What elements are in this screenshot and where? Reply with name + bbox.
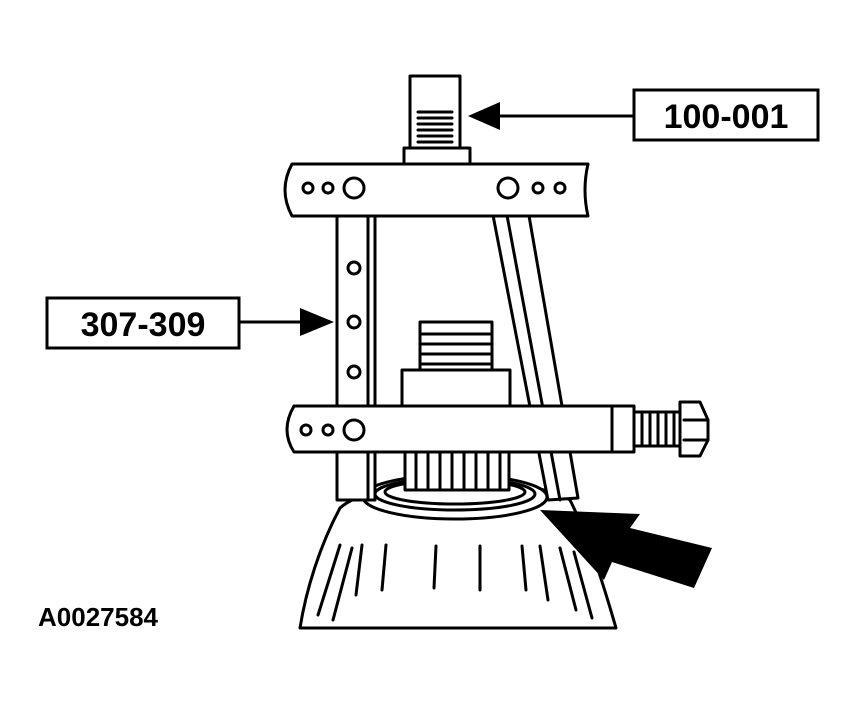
puller-left-leg — [335, 204, 377, 502]
callout-label-tool-top: 100-001 — [664, 98, 789, 136]
lower-crossbar — [285, 404, 636, 454]
figure-id: A0027584 — [38, 602, 159, 632]
bearing-pointer-arrow — [540, 510, 712, 588]
callout-arrow-top — [468, 102, 634, 130]
callout-arrow-puller — [240, 308, 334, 336]
forcing-screw — [402, 74, 472, 166]
callout-label-tool-puller: 307-309 — [81, 306, 206, 344]
shaft — [400, 320, 512, 492]
callout-box-tool-top: 100-001 — [632, 88, 820, 142]
callout-box-tool-puller: 307-309 — [45, 296, 241, 350]
clamp-bolt — [632, 400, 710, 458]
upper-crossbar — [283, 162, 590, 218]
